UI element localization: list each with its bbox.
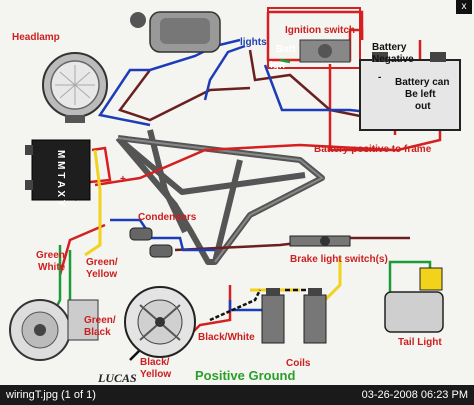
tail-light [384,267,444,333]
label-batt: Batt [276,44,296,55]
close-button[interactable]: x [456,0,472,14]
label-battery-note-2: Be left [405,89,436,100]
label-green-yellow-2: Yellow [86,269,117,280]
file-label: wiringT.jpg (1 of 1) [6,389,96,401]
label-regulator: M M T A X Y [55,150,66,207]
label-battery-note-1: Battery can [395,77,449,88]
label-minus: - [378,72,381,83]
ignition-switch [267,7,361,69]
brake-light-switch [289,235,351,247]
battery [359,52,461,131]
label-lucas: LUCAS [97,371,137,385]
label-coils: Coils [286,358,311,369]
label-black-yellow-2: Yellow [140,369,171,380]
label-battery-negative-1: Battery [372,42,407,53]
label-ignition-switch: Ignition switch [285,25,355,36]
headlamp-illustration [42,52,108,123]
generator-illustration [9,299,99,361]
wiring-diagram: Headlamp lights Ignition switch Batt Ign… [0,0,474,385]
label-green-white-2: White [38,262,66,273]
label-black-white: Black/White [198,332,255,343]
label-plus: + [120,174,126,185]
label-black-yellow-1: Black/ [140,357,170,368]
ignition-coils [261,288,327,344]
label-battery-negative-2: Negative [372,54,414,65]
label-brake-light-switch: Brake light switch(s) [290,254,388,265]
label-lights: lights [240,37,267,48]
label-green-yellow-1: Green/ [86,257,118,268]
label-headlamp: Headlamp [12,32,60,43]
status-bar: wiringT.jpg (1 of 1) 03-26-2008 06:23 PM [0,385,474,405]
timestamp: 03-26-2008 06:23 PM [361,389,468,401]
label-green-black-1: Green/ [84,315,116,326]
label-battery-positive: Battery positive to frame [314,144,432,155]
distributor-illustration [124,286,196,358]
label-condensors: Condensors [138,212,197,223]
light-switch-housing [130,11,221,53]
label-positive-ground: Positive Ground [195,368,295,383]
label-green-white-1: Green/ [36,250,68,261]
label-green-black-2: Black [84,327,111,338]
label-battery-note-3: out [415,101,431,112]
label-tail-light: Tail Light [398,337,442,348]
condensors [129,227,173,258]
label-ign: Ign [270,60,285,71]
wiring-diagram-svg: Headlamp lights Ignition switch Batt Ign… [9,7,461,385]
voltage-regulator [25,139,91,201]
